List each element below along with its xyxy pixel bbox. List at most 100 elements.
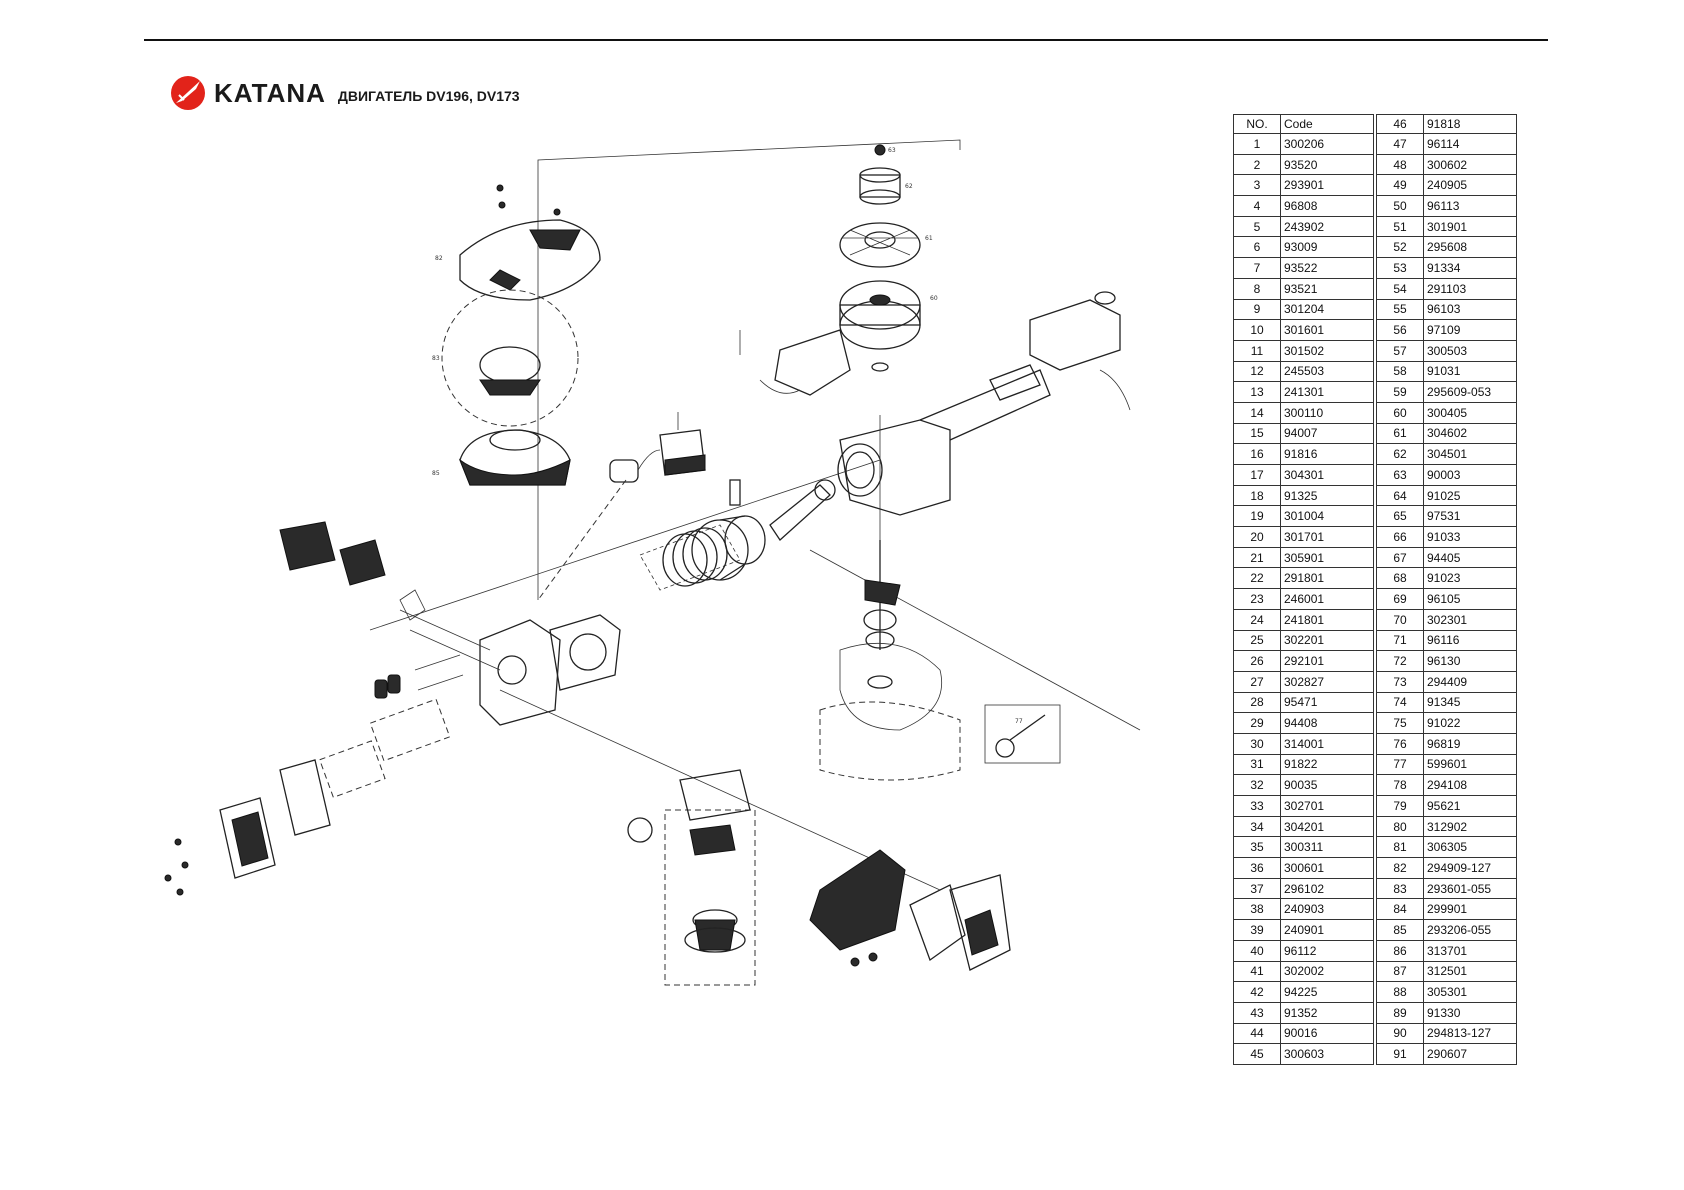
cell-no: 61 <box>1376 422 1424 445</box>
cell-no: 36 <box>1233 857 1281 879</box>
cell-no: 67 <box>1376 546 1424 569</box>
cell-code: 302301 <box>1423 608 1517 631</box>
cell-no: 19 <box>1233 505 1281 528</box>
cell-code: 240905 <box>1423 174 1517 197</box>
cell-no: 63 <box>1376 464 1424 486</box>
cell-code: 295608 <box>1423 236 1517 259</box>
cell-no: 22 <box>1233 567 1281 590</box>
cell-code: 300603 <box>1280 1043 1374 1065</box>
cell-code: 294108 <box>1423 774 1517 796</box>
cell-code: 300110 <box>1280 401 1374 424</box>
cell-no: 9 <box>1233 298 1281 321</box>
cell-no: 91 <box>1376 1043 1424 1065</box>
cell-code: 93009 <box>1280 236 1374 259</box>
cell-code: 299901 <box>1423 898 1517 921</box>
cell-code: 91822 <box>1280 753 1374 776</box>
cell-no: 34 <box>1233 815 1281 838</box>
muffler-shield <box>279 521 426 621</box>
cell-no: 48 <box>1376 153 1424 176</box>
cell-code: 304602 <box>1423 422 1517 445</box>
cell-code: 312501 <box>1423 960 1517 983</box>
governor-bracket <box>739 329 851 396</box>
cell-code: 91334 <box>1423 257 1517 279</box>
cell-code: 97109 <box>1423 319 1517 341</box>
cell-code: 599601 <box>1423 753 1517 776</box>
flywheel-assembly <box>839 144 921 372</box>
axis-line <box>809 549 1141 731</box>
cell-code: 300206 <box>1280 133 1374 155</box>
cell-no: 56 <box>1376 319 1424 341</box>
cell-code: 301204 <box>1280 298 1374 321</box>
cell-no: 42 <box>1233 981 1281 1003</box>
svg-text:61: 61 <box>925 235 933 242</box>
cell-code: 295609-053 <box>1423 381 1517 403</box>
fuel-tank <box>1029 291 1131 411</box>
cell-code: 304501 <box>1423 443 1517 465</box>
cell-no: 88 <box>1376 981 1424 1003</box>
cell-code: 91345 <box>1423 691 1517 714</box>
cell-no: 57 <box>1376 339 1424 362</box>
cell-no: 83 <box>1376 877 1424 900</box>
col-header-no: NO. <box>1233 114 1281 134</box>
cell-no: 41 <box>1233 960 1281 983</box>
cell-no: 3 <box>1233 174 1281 197</box>
cell-no: 70 <box>1376 608 1424 631</box>
cell-code: 301004 <box>1280 505 1374 528</box>
exploded-view-diagram: 63 62 61 60 82 83 85 77 <box>164 139 1141 986</box>
cell-code: 301701 <box>1280 526 1374 548</box>
cell-no: 21 <box>1233 546 1281 569</box>
cell-code: 94007 <box>1280 422 1374 445</box>
cell-no: 78 <box>1376 774 1424 796</box>
cell-code: 294813-127 <box>1423 1022 1517 1045</box>
cell-code: 91022 <box>1423 712 1517 734</box>
cell-no: 1 <box>1233 133 1281 155</box>
cell-no: 89 <box>1376 1001 1424 1024</box>
cell-code: 96114 <box>1423 133 1517 155</box>
cell-no: 2 <box>1233 153 1281 176</box>
cell-code: 293901 <box>1280 174 1374 197</box>
cell-no: 47 <box>1376 133 1424 155</box>
cell-no: 31 <box>1233 753 1281 776</box>
cell-code: 93520 <box>1280 153 1374 176</box>
cell-code: 241301 <box>1280 381 1374 403</box>
cell-code: 300405 <box>1423 401 1517 424</box>
cell-code: 300503 <box>1423 339 1517 362</box>
cell-no: 18 <box>1233 484 1281 507</box>
cell-no: 55 <box>1376 298 1424 321</box>
cell-code: 91033 <box>1423 526 1517 548</box>
cell-code: 302002 <box>1280 960 1374 983</box>
cell-no: 90 <box>1376 1022 1424 1045</box>
cell-no: 72 <box>1376 650 1424 672</box>
cell-code: 301502 <box>1280 339 1374 362</box>
cell-no: 46 <box>1376 114 1424 134</box>
cell-code: 96113 <box>1423 195 1517 217</box>
cell-code: 96112 <box>1280 939 1374 962</box>
ignition-coil <box>609 412 706 483</box>
cell-no: 77 <box>1376 753 1424 776</box>
recoil-starter <box>441 289 579 427</box>
cell-code: 294409 <box>1423 670 1517 693</box>
cell-no: 8 <box>1233 277 1281 300</box>
piston-assembly <box>639 479 836 591</box>
cell-no: 15 <box>1233 422 1281 445</box>
cell-code: 241801 <box>1280 608 1374 631</box>
cell-no: 59 <box>1376 381 1424 403</box>
cell-code: 290607 <box>1423 1043 1517 1065</box>
cell-no: 87 <box>1376 960 1424 983</box>
